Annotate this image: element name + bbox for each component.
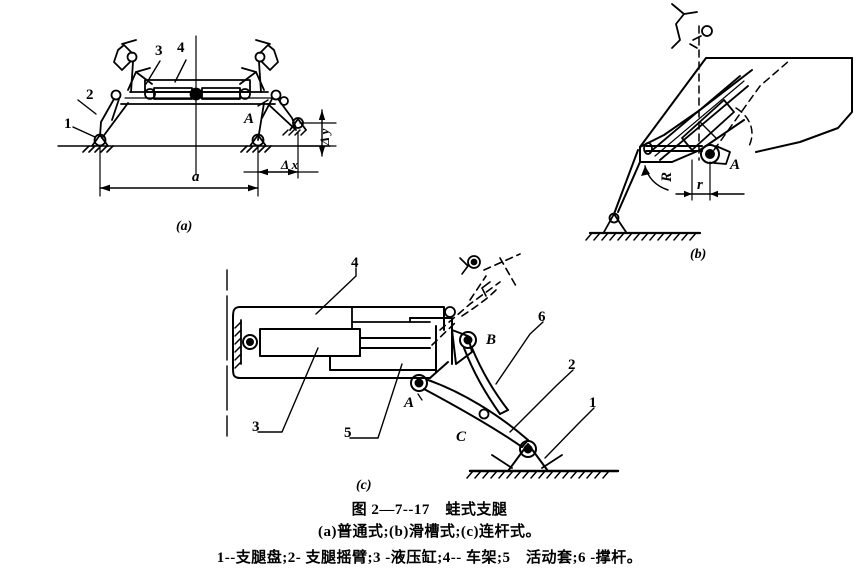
callout-a-4: 4	[177, 40, 185, 56]
dimension-a-delta-y: Δ y	[317, 128, 332, 145]
point-c-C: C	[456, 429, 467, 445]
point-c-B: B	[486, 332, 497, 348]
dimension-a-span: a	[192, 169, 200, 185]
panel-c-geometry	[226, 253, 620, 479]
callout-c-3: 3	[252, 419, 260, 435]
callout-c-4: 4	[351, 255, 359, 271]
callout-a-2: 2	[86, 87, 94, 103]
figure-title: 图 2—7--17 蛙式支腿	[351, 502, 508, 518]
panel-b-sub-label: (b)	[690, 247, 707, 262]
figure-key-list: 1--支腿盘;2- 支腿摇臂;3 -液压缸;4-- 车架;5 活动套;6 -撑杆…	[216, 550, 643, 566]
callout-a-1: 1	[64, 116, 72, 132]
point-b-A: A	[730, 157, 741, 173]
dimension-a-delta-x: Δ x	[281, 157, 299, 172]
point-c-A: A	[404, 395, 415, 411]
figure-subtitle: (a)普通式;(b)滑槽式;(c)连杆式。	[318, 524, 541, 540]
callout-a-3: 3	[155, 43, 163, 59]
callout-c-5: 5	[344, 425, 352, 441]
callout-c-2: 2	[568, 357, 576, 373]
dimension-b-R: R	[659, 171, 675, 182]
point-a-A: A	[244, 111, 255, 127]
panel-b-geometry	[585, 3, 853, 241]
panel-c-sub-label: (c)	[356, 478, 372, 493]
callout-c-1: 1	[589, 395, 597, 411]
panel-a-geometry	[57, 35, 337, 197]
callout-c-6: 6	[538, 309, 546, 325]
dimension-b-r: r	[697, 177, 703, 193]
panel-a-sub-label: (a)	[176, 219, 193, 234]
